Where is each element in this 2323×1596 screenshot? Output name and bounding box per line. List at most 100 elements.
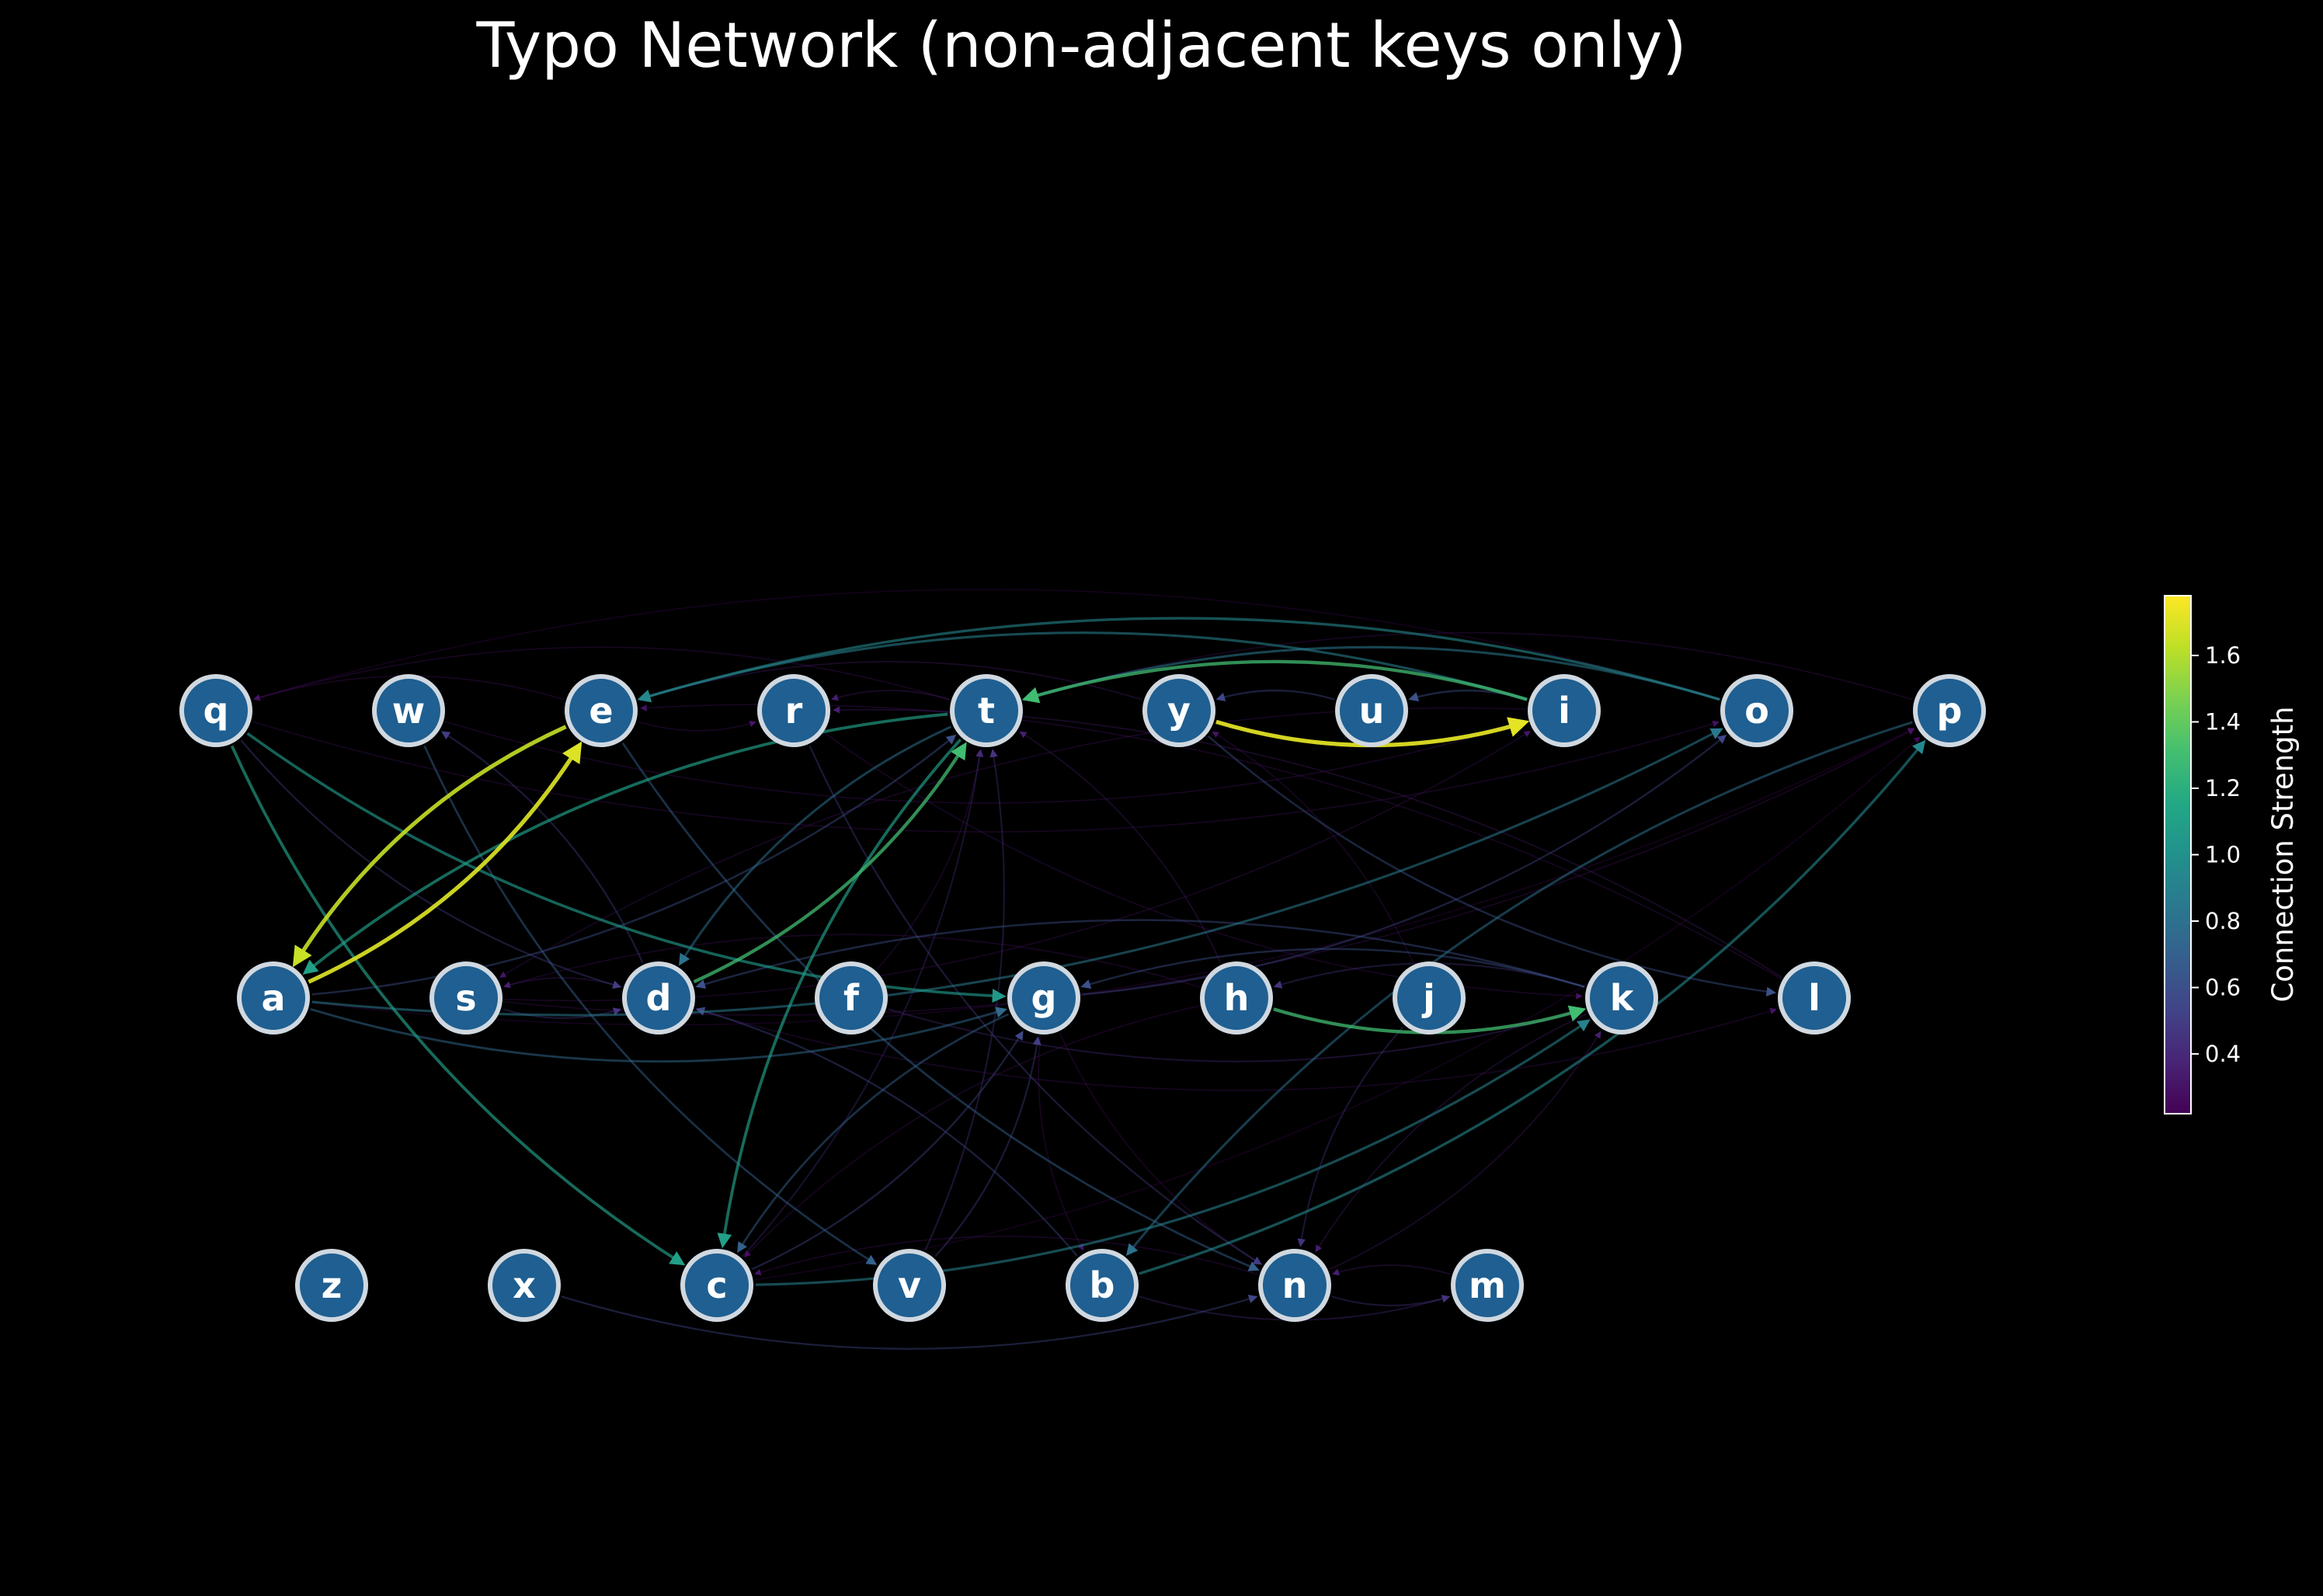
node-label-b: b <box>1090 1264 1115 1306</box>
edge-g-to-n <box>1059 1033 1262 1265</box>
edge-a-to-g <box>310 1007 1007 1063</box>
colorbar-tick-label: 0.6 <box>2205 975 2241 1001</box>
edge-j-to-n <box>1297 1026 1404 1247</box>
edge-d-to-l <box>695 1007 1777 1091</box>
edge-c-to-g <box>751 1031 1024 1271</box>
node-q: q <box>179 674 252 747</box>
node-circle-q <box>179 674 252 747</box>
node-label-u: u <box>1359 690 1385 732</box>
edge-h-to-c <box>744 1005 1199 1258</box>
node-x: x <box>488 1249 561 1322</box>
edge-y-to-l <box>1207 735 1776 996</box>
edge-n-to-k <box>1330 1031 1601 1270</box>
node-label-x: x <box>513 1264 536 1306</box>
node-f: f <box>815 961 888 1034</box>
edge-m-to-n <box>1332 1264 1451 1276</box>
colorbar: 0.40.60.81.01.21.41.6 Connection Strengt… <box>2164 595 2300 1114</box>
edge-a-to-o <box>311 728 1723 1017</box>
edge-f-to-k <box>888 1007 1585 1062</box>
edge-t-to-c <box>717 738 962 1249</box>
colorbar-tick-label: 0.4 <box>2205 1041 2241 1067</box>
edge-u-to-y <box>1215 689 1335 701</box>
colorbar-tick-label: 1.6 <box>2205 642 2241 669</box>
edge-g-to-c <box>737 1013 1010 1254</box>
edge-e-to-n <box>621 742 1260 1271</box>
edge-k-to-d <box>695 919 1585 989</box>
node-circle-h <box>1200 961 1273 1034</box>
node-circle-f <box>815 961 888 1034</box>
node-e: e <box>565 674 638 747</box>
node-label-m: m <box>1469 1264 1506 1306</box>
node-label-r: r <box>785 690 803 732</box>
edge-b-to-p <box>1139 739 1926 1275</box>
edge-h-to-t <box>1019 731 1222 963</box>
edge-h-to-s <box>503 934 1200 989</box>
node-label-o: o <box>1744 690 1769 732</box>
node-label-c: c <box>706 1264 727 1306</box>
node-circle-w <box>372 674 445 747</box>
edge-a-to-t <box>311 734 957 996</box>
node-w: w <box>372 674 445 747</box>
node-z: z <box>295 1249 368 1322</box>
edge-f-to-t <box>876 749 983 970</box>
node-r: r <box>757 674 830 747</box>
edge-v-to-t <box>924 749 1005 1250</box>
edge-l-to-r <box>833 706 1782 978</box>
node-circle-k <box>1585 961 1658 1034</box>
node-l: l <box>1778 961 1851 1034</box>
node-label-i: i <box>1558 690 1570 732</box>
edge-j-to-y <box>1212 731 1414 963</box>
node-n: n <box>1258 1249 1331 1322</box>
edge-r-to-n <box>809 746 1262 1265</box>
edge-q-to-d <box>240 739 622 989</box>
node-circle-x <box>488 1249 561 1322</box>
edge-w-to-i <box>445 720 1527 804</box>
edge-t-to-d <box>679 725 952 966</box>
edge-g-to-b <box>1038 1036 1084 1251</box>
edge-d-to-w <box>441 731 644 963</box>
edge-o-to-e <box>637 617 1720 703</box>
edge-l-to-e <box>640 704 1782 979</box>
edge-a-to-p <box>311 728 1914 1026</box>
colorbar-tick-label: 1.0 <box>2205 842 2241 868</box>
node-circle-r <box>757 674 830 747</box>
node-circle-g <box>1007 961 1080 1034</box>
edge-x-to-n <box>561 1295 1258 1350</box>
edge-p-to-t <box>1024 631 1913 701</box>
node-label-y: y <box>1167 690 1191 732</box>
colorbar-tick-label: 1.4 <box>2205 708 2241 735</box>
colorbar-tick-label: 1.2 <box>2205 775 2241 801</box>
edge-n-to-m <box>1331 1295 1451 1306</box>
node-g: g <box>1007 961 1080 1034</box>
edge-e-to-a <box>292 725 567 968</box>
edge-c-to-p <box>755 736 1921 1281</box>
node-label-n: n <box>1282 1264 1308 1306</box>
node-label-a: a <box>261 977 285 1019</box>
edge-a-to-e <box>308 741 582 984</box>
node-circle-v <box>873 1249 946 1322</box>
node-label-f: f <box>843 977 860 1019</box>
node-m: m <box>1451 1249 1524 1322</box>
node-p: p <box>1913 674 1986 747</box>
node-label-p: p <box>1937 690 1963 732</box>
edge-o-to-q <box>253 589 1720 701</box>
chart-title: Typo Network (non-adjacent keys only) <box>476 9 1687 82</box>
node-circle-p <box>1913 674 1986 747</box>
node-label-h: h <box>1224 977 1250 1019</box>
edge-y-to-e <box>638 660 1142 701</box>
node-i: i <box>1528 674 1601 747</box>
node-b: b <box>1066 1249 1139 1322</box>
node-d: d <box>622 961 695 1034</box>
node-circle-m <box>1451 1249 1524 1322</box>
edge-t-to-r <box>831 690 950 701</box>
node-circle-l <box>1778 961 1851 1034</box>
edge-v-to-g <box>934 1036 1042 1257</box>
node-circle-z <box>295 1249 368 1322</box>
edge-t-to-a <box>302 712 948 975</box>
node-circle-i <box>1528 674 1601 747</box>
node-circle-e <box>565 674 638 747</box>
node-circle-t <box>950 674 1023 747</box>
node-circle-d <box>622 961 695 1034</box>
node-circle-y <box>1142 674 1215 747</box>
